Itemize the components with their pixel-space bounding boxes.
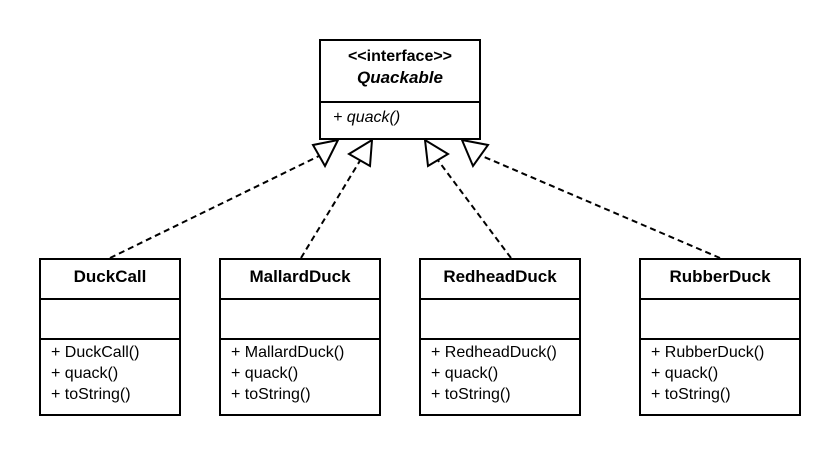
class-name: RubberDuck	[669, 267, 771, 286]
realization-arrowhead-redheadduck	[423, 138, 450, 168]
realization-arrowhead-duckcall	[311, 138, 340, 169]
class-name: RedheadDuck	[443, 267, 557, 286]
class-attributes	[641, 298, 799, 338]
operation: + quack()	[51, 365, 119, 382]
operation: + toString()	[651, 386, 731, 403]
class-operations: + DuckCall() + quack() + toString()	[41, 338, 179, 405]
class-name: MallardDuck	[249, 267, 351, 286]
interface-name: Quackable	[357, 68, 443, 87]
class-rubberduck: RubberDuck + RubberDuck() + quack() + to…	[639, 258, 801, 416]
operation: + toString()	[51, 386, 131, 403]
class-duckcall: DuckCall + DuckCall() + quack() + toStri…	[39, 258, 181, 416]
interface-quackable: <<interface>> Quackable + quack()	[319, 39, 481, 140]
interface-header: <<interface>> Quackable	[321, 41, 479, 101]
realization-line-duckcall	[109, 155, 320, 259]
operation: + RubberDuck()	[651, 344, 765, 361]
operation: + toString()	[431, 386, 511, 403]
realization-line-mallardduck	[300, 158, 362, 259]
class-operations: + MallardDuck() + quack() + toString()	[221, 338, 379, 405]
realization-arrowhead-rubberduck	[460, 138, 490, 169]
operation: + quack()	[333, 109, 401, 126]
realization-line-rubberduck	[481, 155, 721, 259]
class-attributes	[41, 298, 179, 338]
class-operations: + RubberDuck() + quack() + toString()	[641, 338, 799, 405]
operation: + RedheadDuck()	[431, 344, 557, 361]
realization-line-redheadduck	[436, 158, 512, 259]
realization-arrowhead-mallardduck	[347, 138, 374, 168]
class-redheadduck: RedheadDuck + RedheadDuck() + quack() + …	[419, 258, 581, 416]
interface-operations: + quack()	[321, 101, 479, 127]
class-name: DuckCall	[73, 267, 147, 286]
class-attributes	[421, 298, 579, 338]
operation: + MallardDuck()	[231, 344, 345, 361]
interface-stereotype: <<interface>>	[347, 48, 453, 65]
class-attributes	[221, 298, 379, 338]
class-operations: + RedheadDuck() + quack() + toString()	[421, 338, 579, 405]
class-mallardduck: MallardDuck + MallardDuck() + quack() + …	[219, 258, 381, 416]
operation: + quack()	[431, 365, 499, 382]
operation: + DuckCall()	[51, 344, 140, 361]
operation: + quack()	[231, 365, 299, 382]
operation: + toString()	[231, 386, 311, 403]
operation: + quack()	[651, 365, 719, 382]
